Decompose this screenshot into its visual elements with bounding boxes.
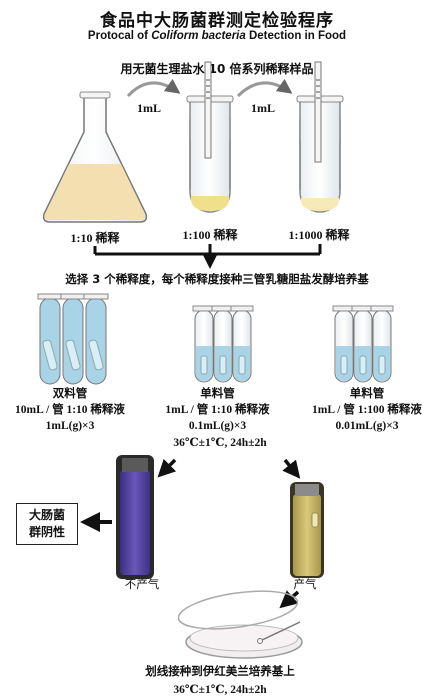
dilution-label-3: 1:1000 稀释 [288,228,350,242]
tube-set-2-type: 单料管 [200,388,235,400]
arrow-to-gas [282,458,301,479]
tube-set-1-line2: 1mL(g)×3 [45,420,95,432]
tube-set-2-tube-a [192,305,216,383]
transfer-label-1: 1mL [137,101,161,115]
petri-dish [177,590,303,659]
flask [42,91,148,223]
step2-label: 选择 3 个稀释度，每个稀释度接种三管乳糖胆盐发酵培养基 [65,272,369,286]
no-gas-tube [116,455,154,579]
tube-set-2-caption: 单料管 1mL / 管 1:10 稀释液 0.1mL(g)×3 [155,386,280,434]
diagram-title: 食品中大肠菌群测定检验程序 [100,11,334,31]
gas-label: 产气 [293,577,317,591]
tube-set-3-tube-a [332,305,356,383]
step1-label: 用无菌生理盐水 10 倍系列稀释样品 [120,62,314,76]
tube-set-1-line1: 10mL / 管 1:10 稀释液 [15,404,125,416]
tube-set-1-tube-c [83,293,109,385]
tube-set-2 [192,305,254,383]
no-gas-label: 不产气 [124,577,160,591]
tube-set-3-line2: 0.01mL(g)×3 [335,420,399,432]
tube-set-3-caption: 单料管 1mL / 管 1:100 稀释液 0.01mL(g)×3 [300,386,434,434]
diagram-subtitle: Protocal of Coliform bacteria Detection … [0,30,434,42]
pipette-2 [314,61,322,163]
negative-result-box: 大肠菌 群阴性 [16,503,78,545]
dilution-bracket [93,244,322,269]
tube-set-3-line1: 1mL / 管 1:100 稀释液 [312,404,422,416]
tube-set-3-tube-b [351,305,375,383]
dilution-label-1: 1:10 稀释 [70,231,120,245]
transfer-arrow-1 [126,78,181,98]
incubation-label-1: 36℃±1℃, 24h±2h [173,437,267,449]
tube-set-2-tube-c [230,305,254,383]
negative-result-line1: 大肠菌 [28,508,65,522]
tube-set-2-tube-b [211,305,235,383]
tube-set-3 [332,305,394,383]
tube-set-1-tube-a [37,293,63,385]
tube-set-3-tube-c [370,305,394,383]
tube-set-2-line1: 1mL / 管 1:10 稀释液 [165,404,270,416]
subtitle-italic: Coliform bacteria [151,30,246,42]
tube-set-1 [37,293,109,385]
subtitle-pre: Protocal of [87,30,152,42]
flask-broth [44,164,146,220]
tube-set-1-caption: 双料管 10mL / 管 1:10 稀释液 1mL(g)×3 [10,386,130,434]
subtitle-post: Detection in Food [245,30,347,42]
tube-2-liquid [301,198,339,211]
gas-tube [290,482,324,578]
arrow-to-no-gas [157,458,177,478]
transfer-arrow-2 [236,78,293,98]
tube-set-1-type: 双料管 [52,388,88,400]
pipette-1 [204,61,212,159]
tube-set-3-type: 单料管 [349,388,385,400]
tube-set-2-line2: 0.1mL(g)×3 [188,420,247,432]
transfer-label-2: 1mL [251,101,275,115]
tube-1-liquid [191,196,229,211]
arrow-to-dish [279,590,300,609]
negative-result-line2: 群阴性 [28,525,65,539]
tube-set-1-tube-b [60,293,86,385]
dilution-label-2: 1:100 稀释 [182,228,238,242]
step3-label: 划线接种到伊红美兰培养基上 [145,666,295,678]
incubation-label-2: 36℃±1℃, 24h±2h [173,684,267,696]
